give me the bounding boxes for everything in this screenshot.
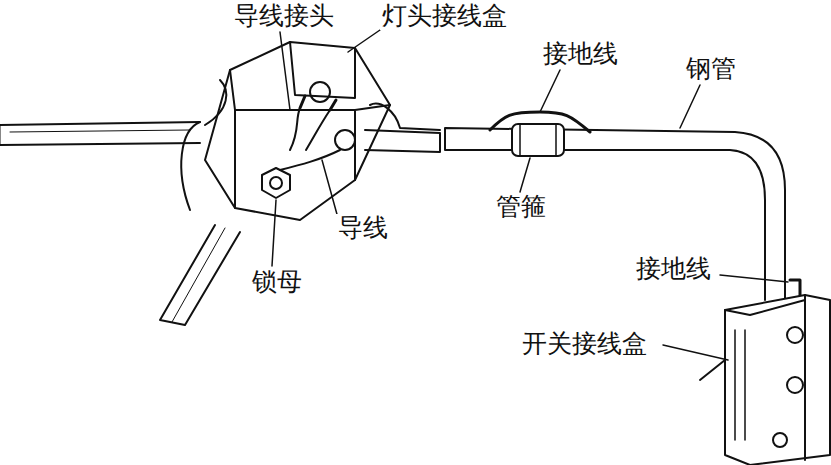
pipe-coupling [512, 124, 564, 156]
callout-label: 管箍 [494, 193, 548, 221]
callout-label: 导线 [336, 214, 390, 242]
leader-line [272, 30, 788, 360]
lamp-junction-box [205, 42, 390, 220]
callout-label: 接地线 [634, 255, 713, 283]
callout-label: 接地线 [541, 40, 620, 68]
callout-label: 开关接线盒 [520, 330, 649, 358]
callout-label: 灯头接线盒 [380, 2, 509, 30]
conduit [160, 225, 240, 325]
conduit [0, 122, 200, 145]
callout-label: 导线接头 [232, 2, 336, 30]
steel-pipe [445, 128, 785, 300]
callout-label: 锁母 [250, 268, 304, 296]
callout-label: 钢管 [684, 55, 738, 83]
switch-junction-box [725, 295, 830, 465]
conduit [365, 130, 440, 152]
